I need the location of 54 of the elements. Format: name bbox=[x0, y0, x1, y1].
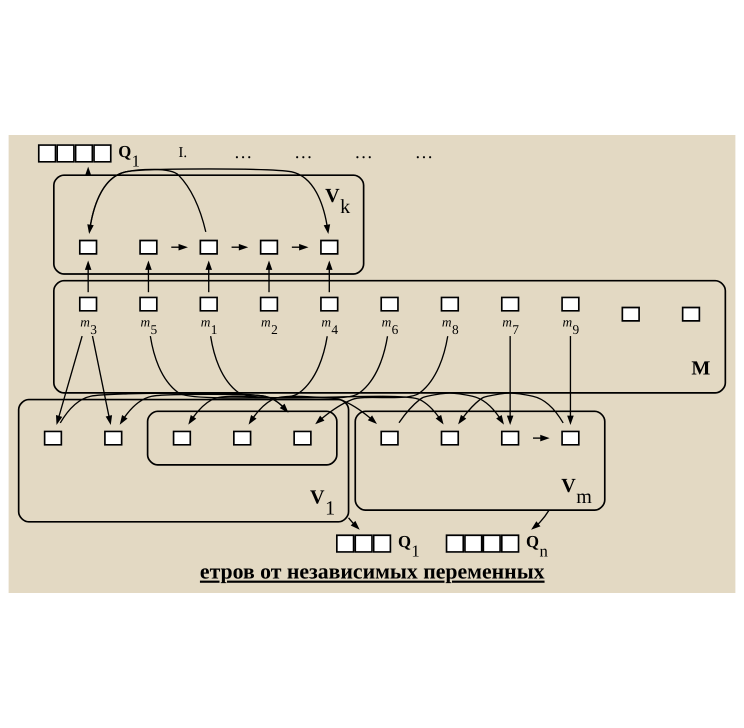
arrow bbox=[266, 260, 272, 292]
cluster bbox=[146, 410, 338, 466]
node-label: Q bbox=[398, 532, 411, 551]
arrow bbox=[171, 244, 188, 250]
arrow bbox=[188, 336, 328, 425]
label: I. bbox=[178, 145, 188, 162]
node-label: 1 bbox=[132, 151, 140, 170]
node-label: 9 bbox=[572, 322, 580, 338]
label: … bbox=[414, 142, 434, 162]
node-label: Q bbox=[526, 532, 540, 551]
node-label: m bbox=[80, 314, 90, 330]
arrow bbox=[348, 517, 360, 530]
node-label: n bbox=[539, 541, 548, 560]
node-label: 7 bbox=[512, 322, 519, 338]
arrow bbox=[398, 392, 504, 425]
label: … bbox=[234, 142, 252, 162]
arrow bbox=[232, 244, 248, 250]
node-label: 4 bbox=[331, 322, 338, 338]
label: … bbox=[294, 142, 313, 162]
arrow bbox=[92, 336, 112, 425]
arrow bbox=[88, 168, 330, 234]
arrow bbox=[506, 336, 514, 426]
node-label: m bbox=[261, 314, 271, 330]
arrow bbox=[210, 336, 444, 424]
arrow bbox=[567, 336, 574, 426]
node-label: m bbox=[140, 314, 150, 330]
node-label: m bbox=[321, 314, 332, 330]
node-label: m bbox=[200, 314, 210, 330]
node-label: 6 bbox=[392, 322, 398, 338]
arrow bbox=[315, 336, 448, 424]
arrow bbox=[292, 244, 308, 250]
arrow bbox=[531, 510, 550, 530]
arrow bbox=[248, 336, 388, 425]
node-label: m bbox=[502, 314, 512, 330]
arrow bbox=[145, 260, 152, 292]
node-label: m bbox=[382, 314, 392, 330]
arrow bbox=[56, 336, 83, 425]
arrow bbox=[84, 260, 92, 292]
arrow bbox=[458, 392, 564, 424]
node-label: 3 bbox=[90, 322, 97, 338]
node-label: Q bbox=[118, 142, 132, 161]
node-label: 8 bbox=[452, 322, 459, 338]
arrow bbox=[150, 336, 377, 424]
label: … bbox=[354, 142, 373, 162]
arrow bbox=[326, 260, 333, 292]
arrow bbox=[533, 434, 550, 442]
arrow bbox=[205, 260, 212, 292]
node-label: 1 bbox=[210, 322, 218, 338]
node-label: m bbox=[562, 314, 572, 330]
node-label: 2 bbox=[271, 322, 278, 338]
node-label: m bbox=[442, 314, 452, 330]
node-label: 1 bbox=[411, 541, 420, 560]
caption: етров от независимых переменных bbox=[200, 560, 545, 584]
node-label: 5 bbox=[150, 322, 158, 338]
